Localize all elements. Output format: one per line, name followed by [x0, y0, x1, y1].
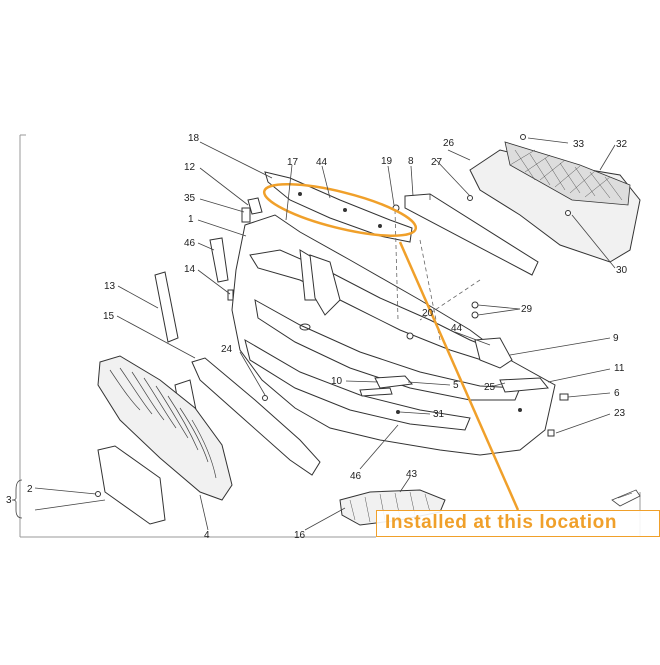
label-20: 20: [422, 308, 434, 319]
leader-lines: [11, 137, 616, 531]
label-35: 35: [184, 193, 196, 204]
label-14: 14: [184, 264, 196, 275]
label-10: 10: [331, 376, 343, 387]
highlight-marker: [262, 183, 520, 511]
label-27: 27: [431, 157, 443, 168]
label-17: 17: [287, 157, 299, 168]
label-24: 24: [221, 344, 233, 355]
label-31: 31: [433, 409, 445, 420]
label-44-top: 44: [316, 157, 328, 168]
label-13: 13: [104, 281, 116, 292]
label-5: 5: [453, 380, 459, 391]
upper-support-bracket: [264, 171, 413, 243]
front-bumper-fascia: [231, 214, 556, 456]
label-30: 30: [616, 265, 628, 276]
label-2: 2: [27, 484, 33, 495]
label-4: 4: [204, 530, 210, 541]
label-8: 8: [408, 156, 414, 167]
corner-orientation-mark: [611, 489, 641, 507]
label-9: 9: [613, 333, 619, 344]
label-46-left: 46: [184, 238, 196, 249]
label-33: 33: [573, 139, 585, 150]
label-12: 12: [184, 162, 196, 173]
label-26: 26: [443, 138, 455, 149]
label-43: 43: [406, 469, 418, 480]
label-44-mid: 44: [451, 323, 463, 334]
upper-grille-mesh: [469, 141, 641, 263]
label-32: 32: [616, 139, 628, 150]
label-16: 16: [294, 530, 306, 541]
lower-grille: [97, 355, 233, 501]
part-number-labels: 18 17 44 19 8 26 27 33 32 12 35 1 46 14 …: [6, 133, 628, 541]
label-1: 1: [188, 214, 194, 225]
label-25: 25: [484, 382, 496, 393]
energy-absorber-bar: [404, 193, 539, 276]
label-15: 15: [103, 311, 115, 322]
lower-trim-strip: [191, 357, 321, 476]
label-18: 18: [188, 133, 200, 144]
label-23: 23: [614, 408, 626, 419]
label-29: 29: [521, 304, 533, 315]
label-6: 6: [614, 388, 620, 399]
right-side-parts: [359, 337, 569, 437]
license-plate-holder: [97, 445, 166, 525]
label-11: 11: [614, 363, 625, 374]
label-46-bottom: 46: [350, 471, 362, 482]
label-3: 3: [6, 495, 12, 506]
label-19: 19: [381, 156, 393, 167]
installation-callout-box: [376, 510, 660, 537]
installation-callout-text: Installed at this location: [385, 512, 618, 533]
